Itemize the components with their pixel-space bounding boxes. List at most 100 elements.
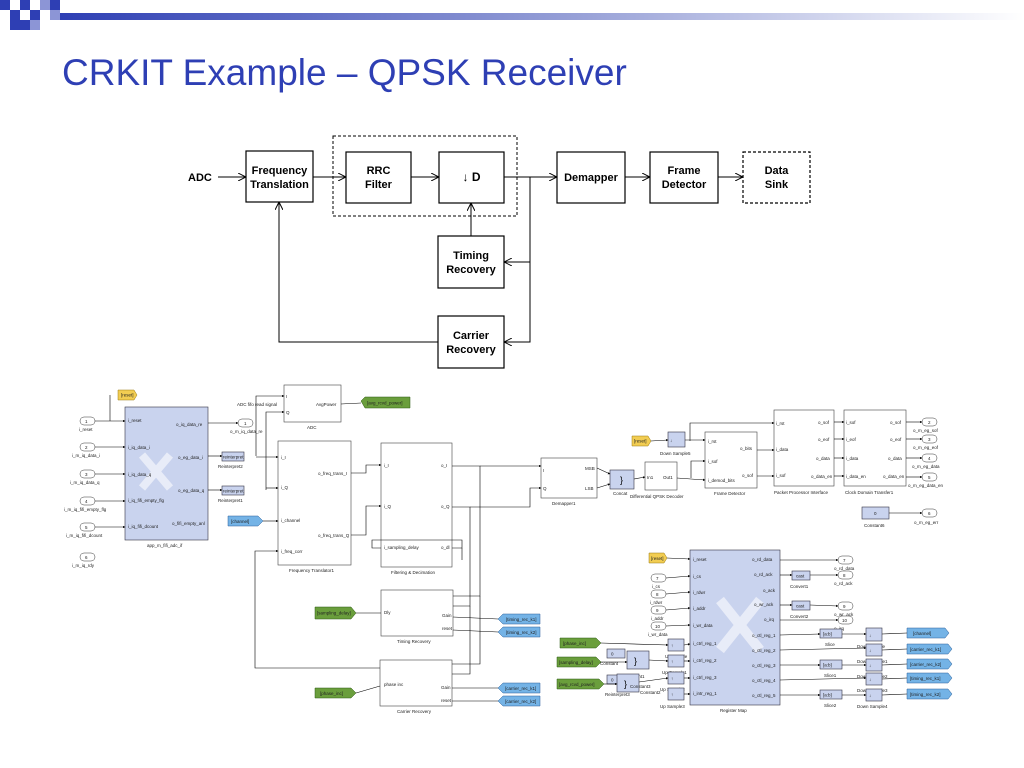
rm-out-ctl4: o_ctl_reg_4 bbox=[752, 678, 776, 683]
cdt-out-eof: o_eof bbox=[890, 437, 902, 442]
fd-out-i: o_I bbox=[441, 463, 447, 468]
cr-in-phase: phase inc bbox=[384, 682, 404, 687]
adc-if-in-reset: i_reset bbox=[128, 418, 142, 423]
up-box-0: ↑ bbox=[671, 643, 673, 648]
svg-text:3: 3 bbox=[85, 472, 88, 477]
constant6-label: Constant6 bbox=[864, 523, 885, 528]
data-sink-line1: Data bbox=[765, 165, 790, 177]
dm-name: Demapper1 bbox=[552, 501, 576, 506]
constant-label-0: Constant bbox=[600, 661, 619, 666]
carrier-recovery-line2: Recovery bbox=[446, 344, 496, 356]
fd-in-i: i_I bbox=[384, 463, 389, 468]
rm-out-irq: o_irq bbox=[764, 617, 775, 622]
carrier-k2-from-tag: [carrier_rec_k2] bbox=[505, 699, 536, 704]
const-box-0: 0 bbox=[611, 652, 614, 657]
svg-text:4: 4 bbox=[85, 499, 88, 504]
ft-in-i: i_I bbox=[281, 455, 286, 460]
ft-in-q: i_Q bbox=[281, 485, 289, 490]
reg-inport-8: 8 i_rdwr bbox=[650, 589, 667, 605]
svg-text:2: 2 bbox=[928, 420, 931, 425]
cdt-in-eof: i_eof bbox=[846, 437, 857, 442]
adc-sim-block bbox=[283, 384, 342, 423]
dm-out-lsb: LSB bbox=[585, 486, 594, 491]
reg-inport-9: 9 i_addr bbox=[650, 605, 667, 621]
rm-out-ctl5: o_ctl_reg_5 bbox=[752, 693, 776, 698]
svg-text:o_rd_data: o_rd_data bbox=[834, 566, 855, 571]
freq-translator-block bbox=[277, 440, 352, 566]
concat-brace-2: } bbox=[624, 679, 627, 689]
reg-outport-9: 9 o_wr_ack bbox=[834, 601, 854, 617]
cdt-name: Clock Domain Transfer1 bbox=[845, 490, 894, 495]
ctl-in-tag-phase: [phase_inc] bbox=[563, 641, 586, 646]
rm-in-ctrl1: i_ctrl_reg_1 bbox=[693, 641, 717, 646]
reg-inport-7: 7 i_cs bbox=[650, 573, 667, 589]
fdt-in-bits: i_demod_bits bbox=[708, 478, 736, 483]
svg-text:i_wr_data: i_wr_data bbox=[648, 632, 668, 637]
rm-in-cs: i_cs bbox=[693, 574, 702, 579]
reinterpret1-label: Reinterpret1 bbox=[218, 498, 243, 503]
carrier-recovery-block bbox=[437, 315, 505, 369]
rm-out-rd-ack: o_rd_ack bbox=[754, 572, 773, 577]
frequency-translation-line1: Frequency bbox=[252, 165, 309, 177]
constant6-value: 0 bbox=[874, 511, 877, 516]
svg-text:o_irq: o_irq bbox=[834, 626, 845, 631]
concat-brace-1: } bbox=[634, 656, 637, 666]
fd-out-dl: o_dl bbox=[441, 545, 450, 550]
rm-in-wr-data: i_wr_data bbox=[693, 623, 713, 628]
cdt-out-sof: o_sof bbox=[890, 420, 902, 425]
down-box-1: ↓ bbox=[869, 648, 871, 653]
reset-from-tag-3: [reset] bbox=[651, 556, 664, 561]
svg-text:5: 5 bbox=[85, 525, 88, 530]
svg-text:i_reset: i_reset bbox=[79, 427, 93, 432]
slice-box-0: [a:b] bbox=[823, 632, 832, 637]
dm-out-msb: MSB bbox=[585, 466, 595, 471]
cast-box-1: cast bbox=[796, 574, 805, 579]
rm-out-rd-data: o_rd_data bbox=[752, 557, 773, 562]
svg-text:9: 9 bbox=[656, 608, 659, 613]
ppi-in-rst: i_rst bbox=[776, 421, 785, 426]
slide-title: CRKIT Example – QPSK Receiver bbox=[62, 52, 627, 93]
concat-brace: } bbox=[620, 475, 623, 485]
outport-1-num: 1 bbox=[244, 421, 247, 426]
outport-6: 6 o_m_eg_err bbox=[914, 508, 939, 525]
fdt-out-sof: o_sof bbox=[742, 473, 754, 478]
svg-text:4: 4 bbox=[928, 456, 931, 461]
diff-out: Out1 bbox=[663, 475, 673, 480]
frame-detector-line2: Detector bbox=[662, 179, 707, 191]
rm-out-ctl3: o_ctl_reg_3 bbox=[752, 663, 776, 668]
ft-name: Frequency Translator1 bbox=[289, 568, 335, 573]
constant-label-3: Constant3 bbox=[630, 684, 651, 689]
down-box-2: ↓ bbox=[869, 663, 871, 668]
rm-out-ctl1: o_ctl_reg_1 bbox=[752, 633, 776, 638]
svg-text:o_m_eg_err: o_m_eg_err bbox=[914, 520, 939, 525]
outport-1-name: o_m_iq_data_re bbox=[230, 429, 263, 434]
rm-out-ctl2: o_ctl_reg_2 bbox=[752, 648, 776, 653]
rm-in-ctrl3: i_ctrl_reg_3 bbox=[693, 675, 717, 680]
svg-text:i_m_iq_rdy: i_m_iq_rdy bbox=[72, 563, 95, 568]
data-sink-block bbox=[742, 151, 811, 204]
timing-k1-from-tag: [timing_rec_k1] bbox=[506, 617, 537, 622]
ppi-out-data: o_data bbox=[816, 456, 830, 461]
up-box-2: ↑ bbox=[671, 676, 673, 681]
rrc-filter-line1: RRC bbox=[367, 165, 391, 177]
rrc-filter-line2: Filter bbox=[365, 179, 393, 191]
adc-if-in-empty: i_iq_fifi_empty_flg bbox=[128, 498, 165, 503]
inport-4: 4 i_m_iq_fifi_empty_flg bbox=[64, 496, 107, 512]
slice-label-2: Slice2 bbox=[824, 703, 837, 708]
cast-box-2: cast bbox=[796, 604, 805, 609]
adc-sim-name: ADC bbox=[307, 425, 317, 430]
diff-in: In1 bbox=[647, 475, 654, 480]
cr-out-gain: Gain bbox=[441, 685, 451, 690]
constant-label-2: Constant2 bbox=[640, 690, 661, 695]
adc-if-block bbox=[124, 406, 209, 541]
svg-text:6: 6 bbox=[928, 511, 931, 516]
tr-out-reset: reset bbox=[442, 626, 453, 631]
svg-text:i_m_iq_fifi_dcount: i_m_iq_fifi_dcount bbox=[66, 533, 103, 538]
fd-name: Filtering & Decimation bbox=[391, 570, 436, 575]
svg-text:8: 8 bbox=[843, 573, 846, 578]
cdt-in-data-en: i_data_en bbox=[846, 474, 866, 479]
fdt-in-rst: i_rst bbox=[708, 439, 717, 444]
fdt-in-sof: i_sof bbox=[708, 459, 718, 464]
dm-in-q: Q bbox=[543, 486, 547, 491]
slice-box-2: [a:b] bbox=[823, 693, 832, 698]
